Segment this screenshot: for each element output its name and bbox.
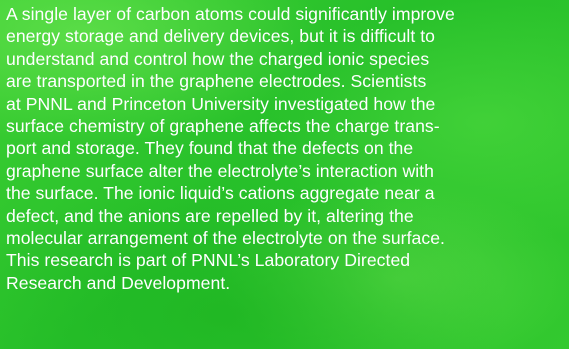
paragraph-line: port and storage. They found that the de… [6, 138, 414, 159]
paragraph-line: molecular arrangement of the electrolyte… [6, 228, 445, 249]
paragraph-line: energy storage and delivery devices, but… [6, 26, 436, 47]
paragraph-line: understand and control how the charged i… [6, 48, 430, 69]
paragraph-line: are transported in the graphene electrod… [6, 71, 427, 92]
paragraph-line: graphene surface alter the electrolyte’s… [6, 160, 434, 181]
article-paragraph: A single layer of carbon atoms could sig… [6, 3, 566, 294]
paragraph-line: Research and Development. [6, 272, 231, 293]
paragraph-line: defect, and the anions are repelled by i… [6, 205, 414, 226]
paragraph-line: surface chemistry of graphene affects th… [6, 116, 440, 137]
paragraph-line: This research is part of PNNL’s Laborato… [6, 250, 411, 271]
paragraph-line: at PNNL and Princeton University investi… [6, 93, 436, 114]
paragraph-line: A single layer of carbon atoms could sig… [6, 4, 455, 24]
paragraph-line: the surface. The ionic liquid’s cations … [6, 183, 435, 204]
